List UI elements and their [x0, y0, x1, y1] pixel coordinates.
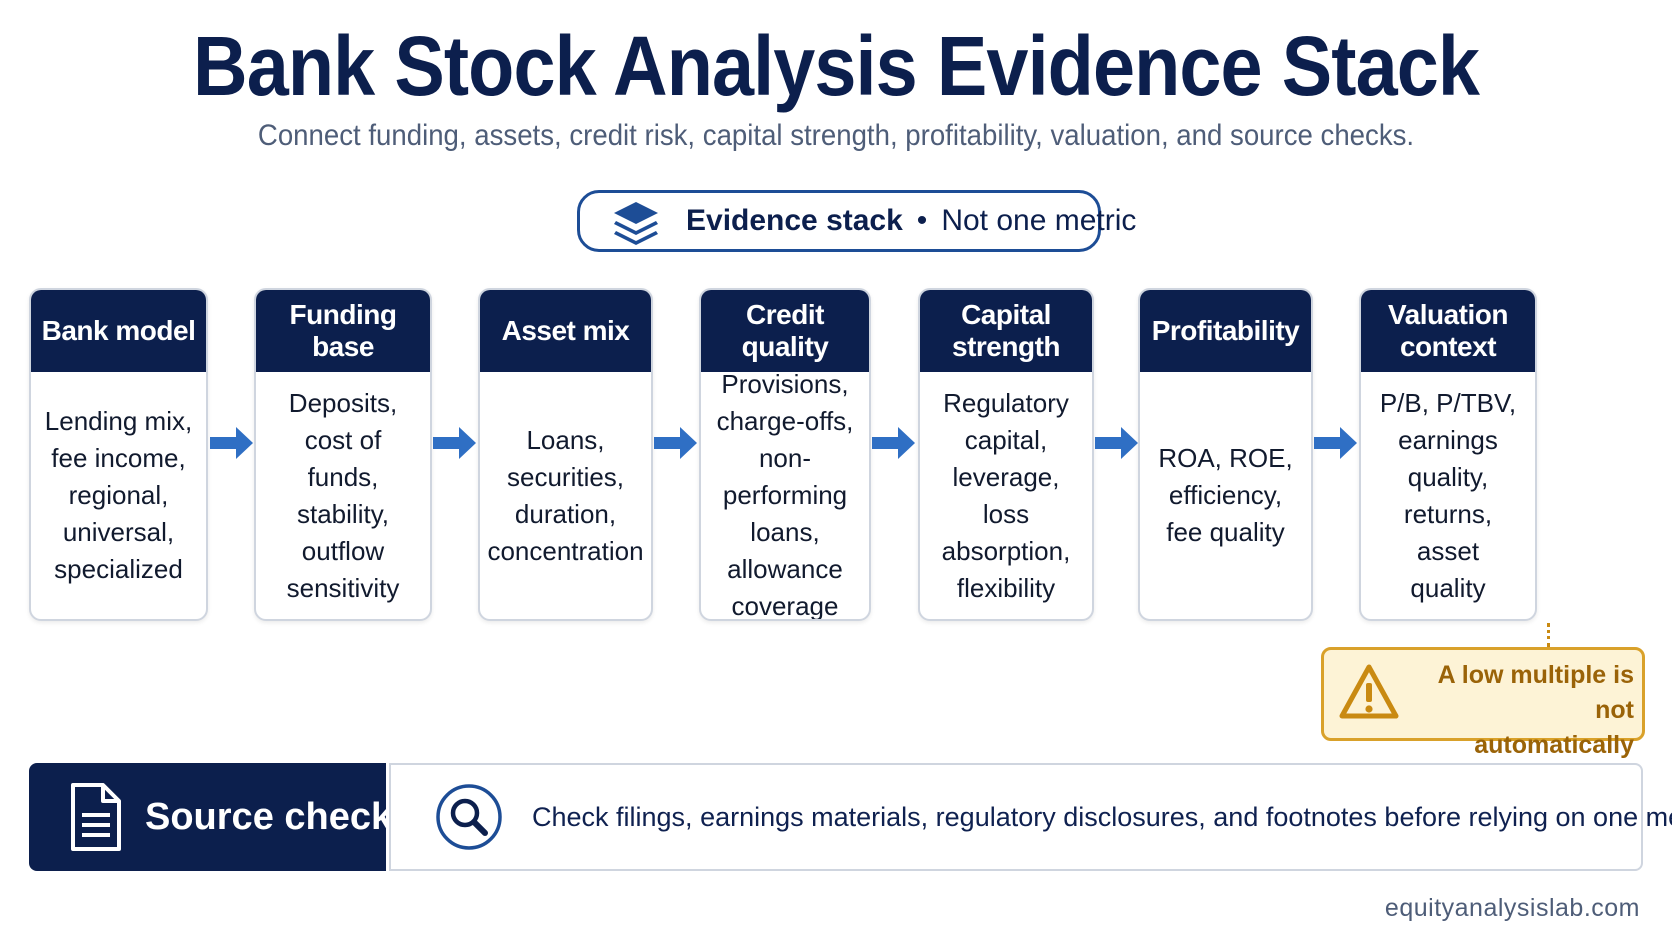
badge-label: Evidence stack — [686, 204, 903, 237]
step-body: Loans, securities, duration, concentrati… — [480, 372, 651, 619]
layers-icon — [610, 199, 662, 254]
step-line: efficiency, — [1168, 480, 1283, 510]
badge-text: Not one metric — [941, 204, 1137, 237]
evidence-badge: Evidence stack • Not one metric — [577, 190, 1136, 254]
step-asset-mix: Asset mix Loans, securities, duration, c… — [478, 288, 653, 621]
step-line: non-performing — [722, 443, 848, 510]
step-body: P/B, P/TBV, earnings quality, returns, a… — [1361, 372, 1535, 619]
source-check-note: Check filings, earnings materials, regul… — [389, 763, 1672, 871]
magnifier-icon — [435, 783, 503, 856]
step-title: Bank model — [31, 290, 206, 372]
step-line: fee quality — [1166, 517, 1285, 547]
step-line: loans, allowance — [727, 517, 843, 584]
flow-arrow-icon — [872, 427, 915, 459]
footer-url: equityanalysislab.com — [1384, 894, 1640, 922]
step-title: Asset mix — [480, 290, 651, 372]
flow-arrow-icon — [1314, 427, 1357, 459]
step-bank-model: Bank model Lending mix, fee income, regi… — [29, 288, 208, 621]
step-line: cost of funds, — [304, 424, 382, 492]
step-line: Deposits, — [288, 387, 398, 418]
step-body: Lending mix, fee income, regional, unive… — [31, 372, 206, 619]
step-line: coverage — [731, 591, 839, 621]
warning-callout: A low multiple is not automatically chea… — [1321, 647, 1645, 794]
source-check-text: Check filings, earnings materials, regul… — [532, 802, 1672, 832]
step-line: earnings quality, — [1398, 424, 1498, 492]
step-line: charge-offs, — [716, 406, 854, 436]
step-line: Regulatory — [943, 387, 1069, 418]
badge-separator: • — [916, 204, 928, 237]
step-line: sensitivity — [286, 572, 400, 603]
step-line: leverage, loss — [952, 461, 1060, 529]
flow-arrow-icon — [210, 427, 253, 459]
warning-icon — [1338, 662, 1400, 729]
step-line: quality — [1410, 572, 1486, 603]
warning-connector — [1547, 623, 1550, 647]
step-funding-base: Funding base Deposits, cost of funds, st… — [254, 288, 432, 621]
step-valuation-context: Valuation context P/B, P/TBV, earnings q… — [1359, 288, 1537, 621]
step-line: stability, — [297, 498, 389, 529]
step-title: Profitability — [1140, 290, 1311, 372]
page-subtitle: Connect funding, assets, credit risk, ca… — [257, 119, 1415, 152]
step-line: absorption, — [941, 535, 1071, 566]
step-title: Funding base — [256, 290, 430, 372]
flow-arrow-icon — [433, 427, 476, 459]
step-title: Valuation context — [1361, 290, 1535, 372]
step-line: securities, — [506, 461, 625, 492]
step-line: outflow — [301, 535, 385, 566]
step-title: Capital strength — [920, 290, 1092, 372]
step-body: Regulatory capital, leverage, loss absor… — [920, 372, 1092, 619]
document-icon — [69, 781, 123, 858]
page-title: Bank Stock Analysis Evidence Stack — [192, 19, 1480, 113]
step-line: returns, asset — [1403, 498, 1493, 566]
step-profitability: Profitability ROA, ROE, efficiency, fee … — [1138, 288, 1313, 621]
step-credit-quality: Credit quality Provisions, charge-offs, … — [699, 288, 871, 621]
step-line: specialized — [54, 554, 183, 584]
step-line: capital, — [964, 424, 1048, 455]
step-line: duration, — [514, 498, 617, 529]
step-line: flexibility — [956, 572, 1056, 603]
step-line: regional, — [68, 480, 169, 510]
source-check-header: Source check — [29, 763, 392, 871]
source-check-title: Source check — [145, 796, 393, 838]
step-body: ROA, ROE, efficiency, fee quality — [1140, 372, 1311, 619]
step-body: Deposits, cost of funds, stability, outf… — [256, 372, 430, 619]
step-line: Provisions, — [721, 369, 849, 399]
step-body: Provisions, charge-offs, non-performing … — [701, 369, 869, 621]
flow-arrow-icon — [1095, 427, 1138, 459]
step-capital-strength: Capital strength Regulatory capital, lev… — [918, 288, 1094, 621]
warning-line: A low multiple is not — [1437, 661, 1634, 724]
flow-arrow-icon — [654, 427, 697, 459]
step-line: ROA, ROE, — [1158, 443, 1293, 473]
step-line: universal, — [62, 517, 175, 547]
step-line: Loans, — [526, 424, 605, 455]
step-line: fee income, — [51, 443, 186, 473]
step-title: Credit quality — [701, 290, 869, 372]
step-line: P/B, P/TBV, — [1379, 387, 1517, 418]
step-line: Lending mix, — [44, 406, 193, 436]
step-line: concentration — [487, 535, 644, 566]
